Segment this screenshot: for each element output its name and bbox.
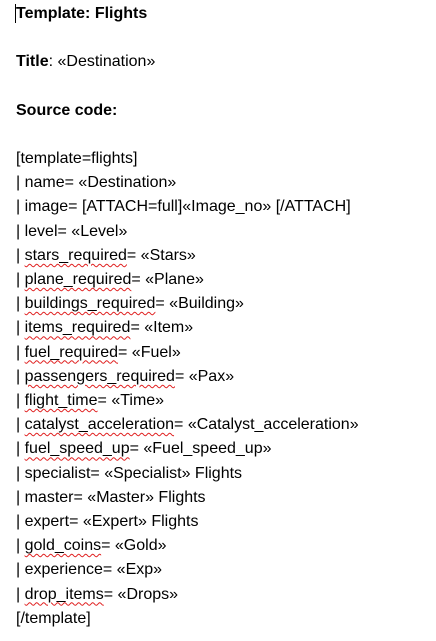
code-text: | image= [ATTACH=full]«Image_no» [/ATTAC… xyxy=(16,198,351,216)
misspelled-word: plane_required xyxy=(24,271,132,288)
code-line: [template=flights] xyxy=(16,149,137,169)
code-text: = «Gold» xyxy=(101,537,167,555)
misspelled-word: stars_required xyxy=(24,246,127,264)
code-text: | xyxy=(16,416,25,434)
code-line: | passengers_required= «Pax» xyxy=(16,367,234,387)
code-line: | stars_required= «Stars» xyxy=(16,246,196,266)
misspelled-word: catalyst_acceleration xyxy=(24,416,175,434)
code-text: | xyxy=(16,585,25,603)
document-page[interactable]: Template: Flights Title: «Destination» S… xyxy=(16,0,431,641)
code-line: | plane_required= «Plane» xyxy=(16,270,204,290)
code-text: [/template] xyxy=(16,609,91,627)
code-text: | master= «Master» Flights xyxy=(16,488,206,506)
code-text: | expert= «Expert» Flights xyxy=(16,513,199,530)
title-line: Title: «Destination» xyxy=(16,52,155,72)
code-text: | xyxy=(16,246,25,264)
misspelled-word: gold_coins xyxy=(24,537,102,555)
code-text: | level= «Level» xyxy=(16,222,128,240)
code-text: | name= «Destination» xyxy=(16,174,177,192)
code-text: | xyxy=(16,537,25,555)
code-text: | xyxy=(16,271,25,288)
code-line: | drop_items= «Drops» xyxy=(16,585,178,605)
misspelled-word: items_required xyxy=(24,319,131,337)
misspelled-word: fuel_required xyxy=(24,343,119,361)
document-heading: Template: Flights xyxy=(16,5,148,22)
code-text: = «Pax» xyxy=(174,367,235,385)
code-text: | xyxy=(16,367,25,385)
code-line: | catalyst_acceleration= «Catalyst_accel… xyxy=(16,415,359,435)
code-line: | flight_time= «Time» xyxy=(16,391,164,411)
code-text: = «Item» xyxy=(130,319,194,337)
code-text: | experience= «Exp» xyxy=(16,561,163,579)
code-text: = «Plane» xyxy=(131,271,204,288)
misspelled-word: fuel_speed_up xyxy=(24,440,130,458)
code-text: = «Stars» xyxy=(126,246,196,264)
text-cursor xyxy=(15,4,16,23)
misspelled-word: drop_items xyxy=(24,585,104,603)
code-text: = «Fuel» xyxy=(118,343,181,361)
code-text: | xyxy=(16,319,25,337)
code-line: | fuel_required= «Fuel» xyxy=(16,343,181,363)
code-line: | master= «Master» Flights xyxy=(16,488,206,508)
title-label: Title xyxy=(16,53,49,70)
code-line: | items_required= «Item» xyxy=(16,318,193,338)
misspelled-word: buildings_required xyxy=(24,295,156,313)
code-text: [template=flights] xyxy=(16,150,138,167)
code-text: | xyxy=(16,440,25,458)
code-line: | expert= «Expert» Flights xyxy=(16,512,198,532)
code-line: | level= «Level» xyxy=(16,222,127,242)
code-line: | experience= «Exp» xyxy=(16,560,162,580)
code-line: | name= «Destination» xyxy=(16,173,176,193)
code-text: | xyxy=(16,295,25,313)
code-line: | image= [ATTACH=full]«Image_no» [/ATTAC… xyxy=(16,197,351,217)
misspelled-word: passengers_required xyxy=(24,367,175,385)
title-value: : «Destination» xyxy=(48,53,156,70)
misspelled-word: flight_time xyxy=(24,392,98,409)
code-text: | xyxy=(16,392,25,409)
code-line: [/template] xyxy=(16,609,91,629)
code-text: = «Time» xyxy=(97,392,165,409)
code-line: | gold_coins= «Gold» xyxy=(16,536,167,556)
code-line: | fuel_speed_up= «Fuel_speed_up» xyxy=(16,439,272,459)
code-text: = «Catalyst_acceleration» xyxy=(174,416,359,434)
code-text: | xyxy=(16,343,25,361)
code-text: | specialist= «Specialist» Flights xyxy=(16,464,243,482)
code-line: | specialist= «Specialist» Flights xyxy=(16,464,242,484)
source-code-label: Source code: xyxy=(16,102,118,119)
code-text: = «Fuel_speed_up» xyxy=(129,440,272,458)
code-text: = «Drops» xyxy=(103,585,179,603)
code-line: | buildings_required= «Building» xyxy=(16,294,244,314)
code-text: = «Building» xyxy=(155,295,244,313)
